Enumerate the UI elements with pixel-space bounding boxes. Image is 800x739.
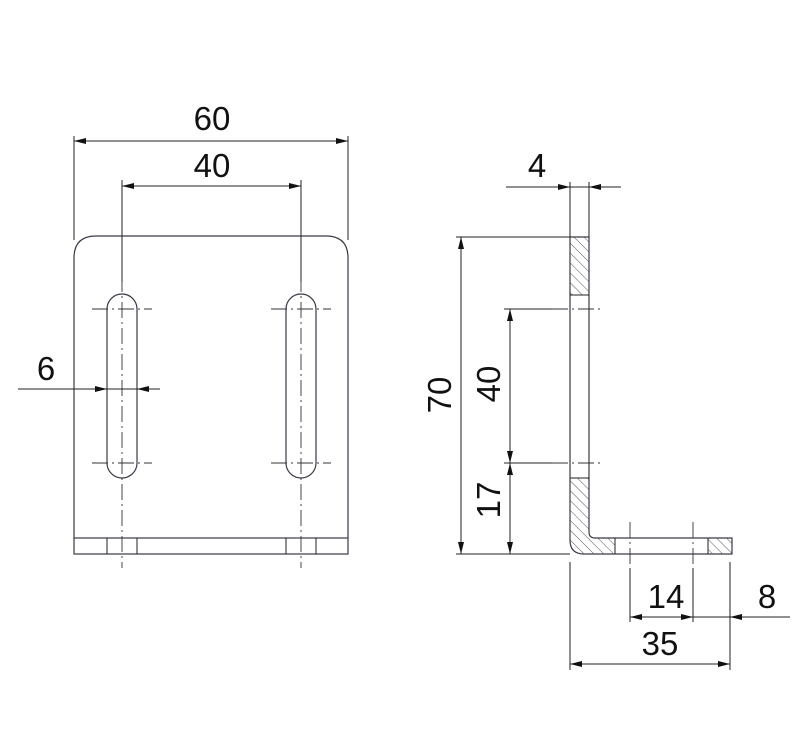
- dim-hole-offset-label: 14: [648, 578, 685, 615]
- side-view: 4 70 40 17 35 14: [421, 147, 790, 670]
- side-profile-outline: [569, 236, 733, 555]
- dim-14-arrow-left: [630, 614, 642, 620]
- dim-17-arrow-bottom: [507, 542, 513, 554]
- section-hatch-bend: [570, 478, 615, 554]
- front-bend-band: [73, 537, 349, 555]
- dim-hole-width-label: 8: [758, 578, 776, 615]
- front-view: 60 40 6: [18, 100, 349, 568]
- dim-70-arrow-top: [458, 237, 464, 249]
- dim-60-arrow-right: [336, 138, 348, 144]
- dim-6-arrow-right: [137, 386, 149, 392]
- front-plate-outline: [73, 235, 349, 538]
- dim-overall-width-label: 60: [194, 100, 231, 137]
- section-hatch-top: [570, 237, 589, 295]
- dim-35-arrow-right: [718, 661, 730, 667]
- dim-height-label: 70: [421, 377, 458, 414]
- dim-slot-spacing-label: 40: [194, 147, 231, 184]
- section-hatch-tip: [708, 538, 732, 554]
- dim-60-arrow-left: [74, 138, 86, 144]
- dim-thickness-label: 4: [528, 147, 546, 184]
- dim-slot-length-label: 40: [470, 366, 507, 403]
- dim-8-arrow-right: [730, 614, 742, 620]
- dim-6-arrow-left: [95, 386, 107, 392]
- dim-4-arrow-left: [558, 184, 570, 190]
- dim-70-arrow-bottom: [458, 542, 464, 554]
- dim-40s-arrow-bottom: [507, 451, 513, 463]
- dim-base-length-label: 35: [642, 625, 679, 662]
- dim-40-arrow-left: [122, 183, 134, 189]
- dim-4-arrow-right: [589, 184, 601, 190]
- dim-35-arrow-left: [570, 661, 582, 667]
- dim-14-arrow-right: [681, 614, 693, 620]
- dim-40-arrow-right: [289, 183, 301, 189]
- dim-40s-arrow-top: [507, 309, 513, 321]
- dim-slot-width-label: 6: [37, 350, 55, 387]
- dim-slot-offset-label: 17: [470, 482, 507, 519]
- dim-17-arrow-top: [507, 463, 513, 475]
